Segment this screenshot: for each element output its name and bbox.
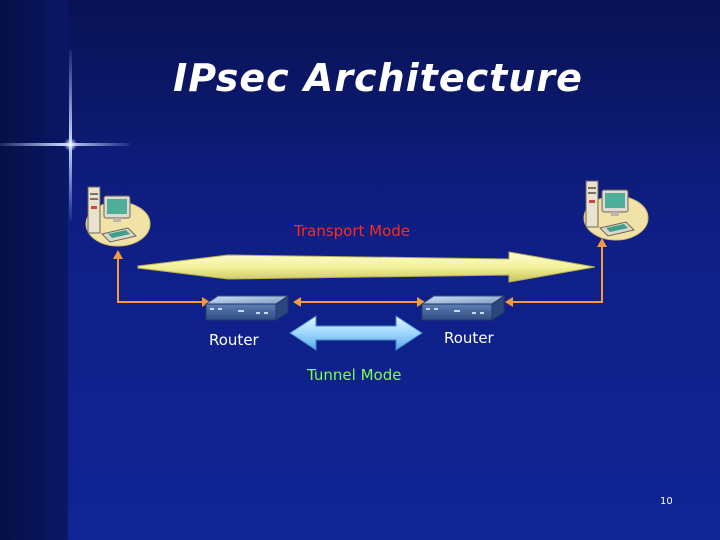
connector-host-left-to-router-left (117, 256, 207, 303)
connector-arrowheads (113, 238, 607, 307)
star-flare-icon (64, 138, 77, 151)
page-number: 10 (660, 496, 673, 507)
star-flare-vertical (69, 50, 72, 220)
router-left-label: Router (209, 331, 259, 349)
router-icon (421, 295, 505, 321)
connector-lines (117, 244, 603, 303)
slide-title: IPsec Architecture (173, 56, 583, 100)
connector-host-right-to-router-right (508, 244, 603, 303)
router-icon (205, 295, 289, 321)
host-computer-icon (583, 180, 649, 241)
background-top-band (68, 0, 720, 145)
tunnel-mode-arrow (289, 315, 423, 351)
host-computer-icon (85, 186, 151, 247)
transport-mode-arrow (137, 251, 596, 283)
tunnel-mode-label: Tunnel Mode (307, 366, 402, 384)
transport-mode-label: Transport Mode (294, 222, 411, 240)
background-left-band (0, 0, 68, 540)
router-right-label: Router (444, 329, 494, 347)
